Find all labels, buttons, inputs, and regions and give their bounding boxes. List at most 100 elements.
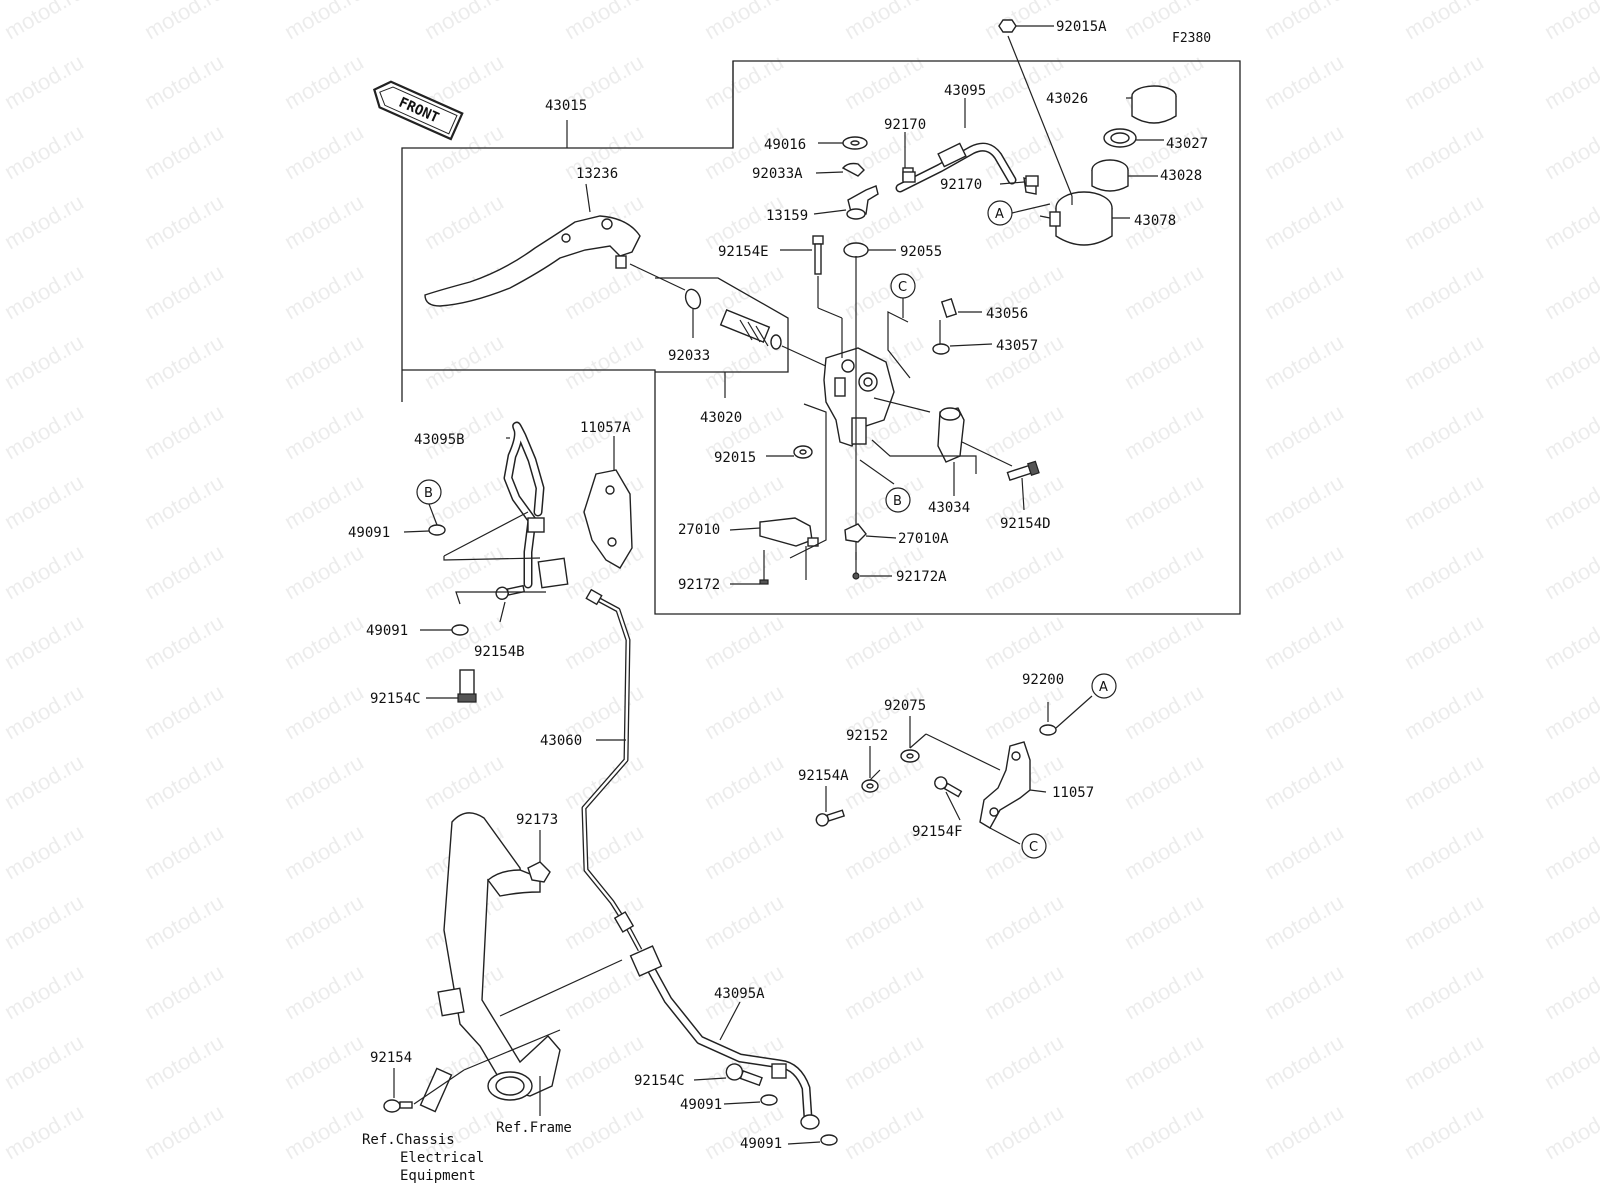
watermark-text: motod.ru bbox=[420, 609, 508, 674]
watermark-text: motod.ru bbox=[1540, 959, 1600, 1024]
clip-92173 bbox=[527, 861, 551, 883]
bolt-92154C bbox=[457, 669, 477, 703]
washer-92075 bbox=[900, 749, 920, 763]
watermark-text: motod.ru bbox=[0, 1029, 88, 1094]
label-92154D: 92154D bbox=[1000, 516, 1051, 532]
piston-assembly bbox=[684, 288, 831, 369]
watermark-text: motod.ru bbox=[1400, 0, 1488, 44]
watermark-text: motod.ru bbox=[560, 1099, 648, 1164]
watermark-text: motod.ru bbox=[840, 469, 928, 534]
watermark-text: motod.ru bbox=[1260, 749, 1348, 814]
callout-c-top: C bbox=[890, 273, 916, 299]
watermark-text: motod.ru bbox=[1540, 189, 1600, 254]
label-27010A: 27010A bbox=[898, 531, 949, 547]
watermark-text: motod.ru bbox=[560, 959, 648, 1024]
watermark-text: motod.ru bbox=[1540, 1029, 1600, 1094]
watermark-text: motod.ru bbox=[280, 679, 368, 744]
watermark-text: motod.ru bbox=[560, 329, 648, 394]
watermark-text: motod.ru bbox=[980, 539, 1068, 604]
switch-27010A bbox=[844, 523, 867, 543]
bracket-11057A bbox=[583, 469, 633, 569]
watermark-text: motod.ru bbox=[1260, 0, 1348, 44]
watermark-text: motod.ru bbox=[1540, 49, 1600, 114]
watermark-text: motod.ru bbox=[1260, 259, 1348, 324]
svg-text:A: A bbox=[995, 207, 1004, 222]
watermark-text: motod.ru bbox=[1540, 749, 1600, 814]
callout-a-right: A bbox=[1091, 673, 1117, 699]
watermark-text: motod.ru bbox=[700, 749, 788, 814]
clutch-pipe-43060 bbox=[581, 588, 643, 952]
label-92075: 92075 bbox=[884, 698, 926, 714]
watermark-text: motod.ru bbox=[1540, 539, 1600, 604]
watermark-text: motod.ru bbox=[280, 0, 368, 44]
watermark-text: motod.ru bbox=[140, 259, 228, 324]
watermark-text: motod.ru bbox=[1400, 469, 1488, 534]
watermark-text: motod.ru bbox=[1120, 679, 1208, 744]
watermark-text: motod.ru bbox=[0, 609, 88, 674]
watermark-text: motod.ru bbox=[980, 0, 1068, 44]
watermark-text: motod.ru bbox=[1260, 119, 1348, 184]
watermark-text: motod.ru bbox=[700, 889, 788, 954]
watermark-text: motod.ru bbox=[280, 399, 368, 464]
watermark-text: motod.ru bbox=[140, 399, 228, 464]
handlebar-clamp bbox=[937, 407, 1013, 467]
ref-chassis-line-3: Equipment bbox=[400, 1168, 476, 1184]
watermark-text: motod.ru bbox=[1260, 539, 1348, 604]
watermark-text: motod.ru bbox=[0, 1099, 88, 1164]
watermark-text: motod.ru bbox=[700, 609, 788, 674]
watermark-text: motod.ru bbox=[560, 0, 648, 44]
watermark-text: motod.ru bbox=[0, 749, 88, 814]
label-92154F: 92154F bbox=[912, 824, 963, 840]
watermark-text: motod.ru bbox=[1120, 819, 1208, 884]
label-92200: 92200 bbox=[1022, 672, 1064, 688]
washer-49091-b bbox=[428, 524, 446, 536]
banjo-fitting bbox=[841, 136, 879, 560]
watermark-text: motod.ru bbox=[840, 959, 928, 1024]
watermark-text: motod.ru bbox=[140, 1099, 228, 1164]
watermark-text: motod.ru bbox=[280, 259, 368, 324]
watermark-text: motod.ru bbox=[1540, 399, 1600, 464]
watermark-text: motod.ru bbox=[1400, 189, 1488, 254]
watermark-text: motod.ru bbox=[1260, 679, 1348, 744]
svg-text:C: C bbox=[1029, 840, 1038, 855]
watermark-text: motod.ru bbox=[420, 539, 508, 604]
watermark-text: motod.ru bbox=[140, 819, 228, 884]
watermark-text: motod.ru bbox=[280, 189, 368, 254]
watermark-text: motod.ru bbox=[1400, 119, 1488, 184]
watermark-text: motod.ru bbox=[700, 0, 788, 44]
screw-92172A bbox=[852, 572, 860, 580]
watermark-text: motod.ru bbox=[1540, 1099, 1600, 1164]
label-43078: 43078 bbox=[1134, 213, 1176, 229]
label-92154E: 92154E bbox=[718, 244, 769, 260]
watermark-text: motod.ru bbox=[1260, 1099, 1348, 1164]
label-43027: 43027 bbox=[1166, 136, 1208, 152]
watermark-text: motod.ru bbox=[840, 1099, 928, 1164]
ref-chassis-line-2: Electrical bbox=[400, 1150, 484, 1166]
watermark-text: motod.ru bbox=[0, 189, 88, 254]
label-49091-a: 49091 bbox=[348, 525, 390, 541]
label-92170-a: 92170 bbox=[884, 117, 926, 133]
label-92152: 92152 bbox=[846, 728, 888, 744]
label-92154C: 92154C bbox=[370, 691, 421, 707]
watermark-text: motod.ru bbox=[700, 49, 788, 114]
watermark-text: motod.ru bbox=[1540, 819, 1600, 884]
label-43015: 43015 bbox=[545, 98, 587, 114]
label-43034: 43034 bbox=[928, 500, 970, 516]
washer-49091-d bbox=[820, 1134, 838, 1146]
label-92170-b: 92170 bbox=[940, 177, 982, 193]
watermark-text: motod.ru bbox=[140, 539, 228, 604]
label-92154: 92154 bbox=[370, 1050, 412, 1066]
watermark-text: motod.ru bbox=[420, 329, 508, 394]
watermark-text: motod.ru bbox=[420, 189, 508, 254]
watermark-text: motod.ru bbox=[1400, 539, 1488, 604]
watermark-text: motod.ru bbox=[1260, 189, 1348, 254]
label-49091-c: 49091 bbox=[680, 1097, 722, 1113]
label-43056: 43056 bbox=[986, 306, 1028, 322]
watermark-text: motod.ru bbox=[0, 539, 88, 604]
watermark-text: motod.ru bbox=[1540, 889, 1600, 954]
watermark-text: motod.ru bbox=[1400, 1029, 1488, 1094]
switch-27010 bbox=[759, 517, 819, 547]
watermark-text: motod.ru bbox=[280, 819, 368, 884]
watermark-text: motod.ru bbox=[1400, 749, 1488, 814]
